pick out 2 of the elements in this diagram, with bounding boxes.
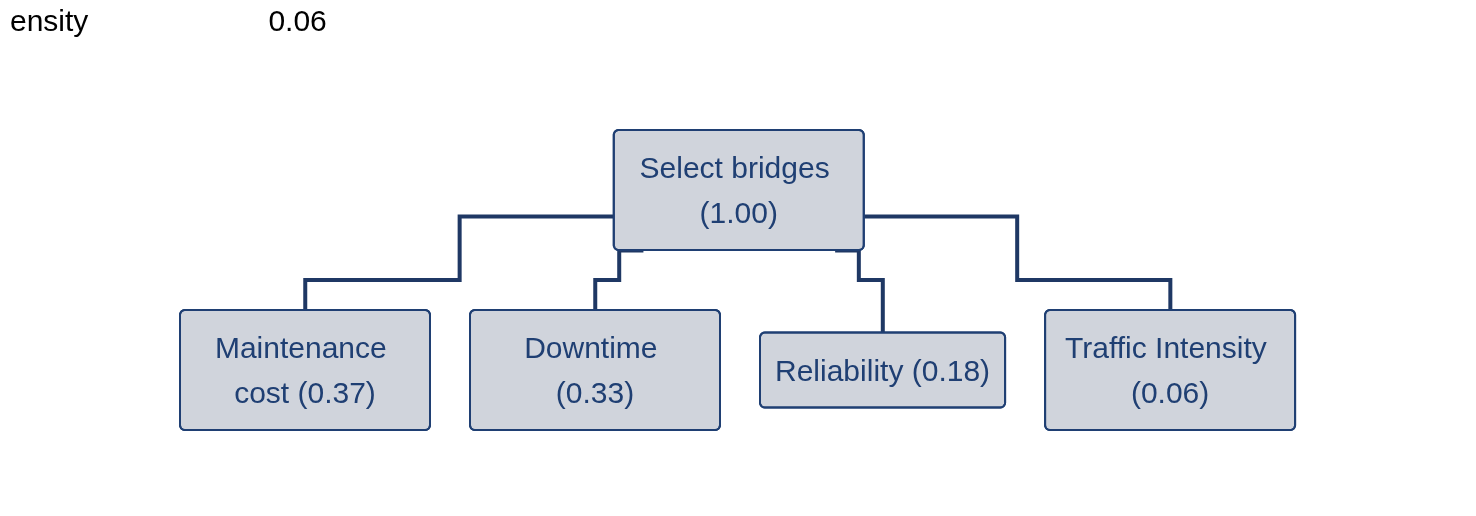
note-text: 0.06 [268,4,327,38]
note-text: ensity [10,4,89,38]
